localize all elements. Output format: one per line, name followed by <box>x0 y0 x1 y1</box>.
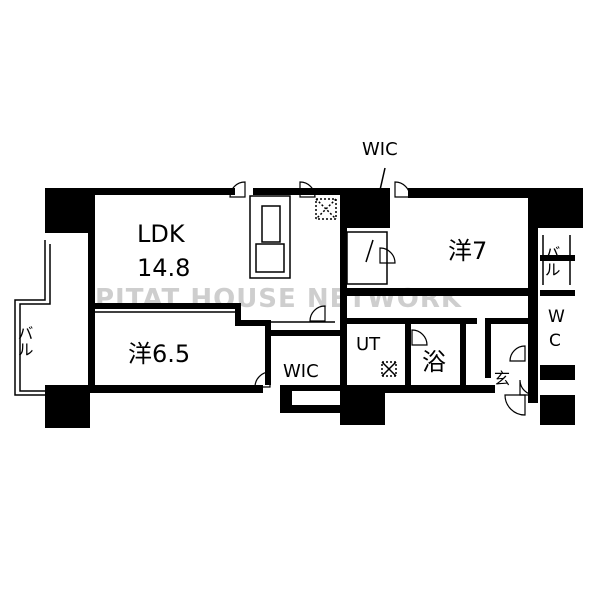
wc-label-w: W <box>548 307 565 327</box>
entrance-label: 玄 <box>494 369 510 388</box>
ut-label: UT <box>356 334 381 355</box>
bath-label: 浴 <box>422 348 446 376</box>
washer-space <box>381 361 397 377</box>
ldk-size-label: 14.8 <box>137 254 190 282</box>
balcony-left <box>14 240 51 396</box>
ldk-label: LDK <box>137 220 186 248</box>
kitchen-counter <box>249 195 291 279</box>
western-room-65-label: 洋6.5 <box>128 340 190 368</box>
wc-label-c: C <box>549 331 561 351</box>
doors <box>229 181 536 416</box>
wic-bottom-label: WIC <box>283 361 319 382</box>
wic-top-label: WIC <box>362 139 398 160</box>
balcony-left-label: バル <box>15 325 34 357</box>
fridge-space <box>315 198 337 220</box>
wic-top-pointer <box>379 167 386 191</box>
western-room-7-label: 洋7 <box>448 237 487 265</box>
windows <box>91 235 571 323</box>
outer-walls <box>45 188 583 428</box>
wic-top-box <box>346 231 388 285</box>
interior-walls <box>95 228 575 408</box>
balcony-right-label: バル <box>542 245 561 277</box>
